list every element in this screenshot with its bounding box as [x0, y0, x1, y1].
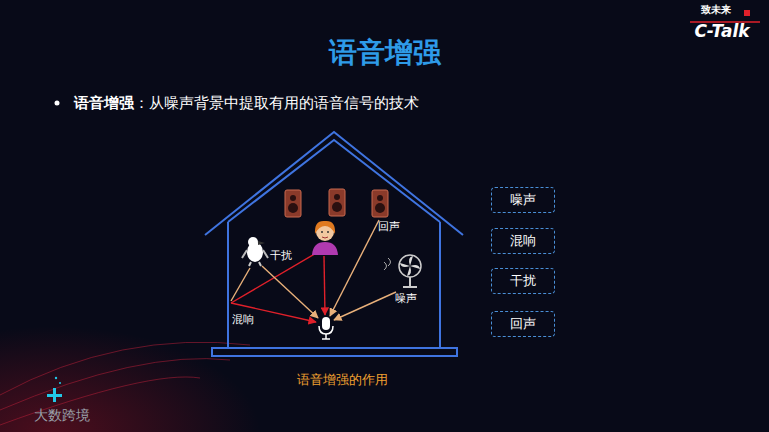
sound-paths [231, 220, 396, 322]
category-box: 干扰 [491, 268, 555, 294]
fan-icon [384, 255, 421, 287]
category-text: 噪声 [510, 191, 536, 209]
interference-label: 干扰 [270, 249, 292, 262]
bullet-term: 语音增强 [74, 94, 134, 112]
bullet [55, 101, 60, 106]
category-box: 噪声 [491, 187, 555, 213]
logo-name: C-Talk [694, 21, 749, 41]
logo-text: 致未来 [701, 4, 731, 16]
slide-title: 语音增强 [0, 36, 769, 70]
watermark-mark [47, 377, 62, 402]
reverb-label: 混响 [232, 313, 254, 326]
bullet-text: ：从噪声背景中提取有用的语音信号的技术 [134, 94, 419, 112]
figure-caption: 语音增强的作用 [297, 372, 388, 388]
category-text: 干扰 [510, 272, 536, 290]
glow [0, 300, 260, 432]
interferer-icon [242, 237, 268, 266]
category-text: 回声 [510, 315, 536, 333]
category-box: 回声 [491, 311, 555, 337]
category-box: 混响 [491, 228, 555, 254]
noise-label: 噪声 [395, 292, 417, 305]
category-text: 混响 [510, 232, 536, 250]
speakers [285, 189, 388, 217]
echo-label: 回声 [378, 220, 400, 233]
microphone-icon [319, 317, 333, 339]
house-outline [205, 132, 463, 356]
person-icon [312, 221, 338, 255]
logo-dot [744, 10, 750, 16]
watermark: 大数跨境 [34, 407, 90, 424]
